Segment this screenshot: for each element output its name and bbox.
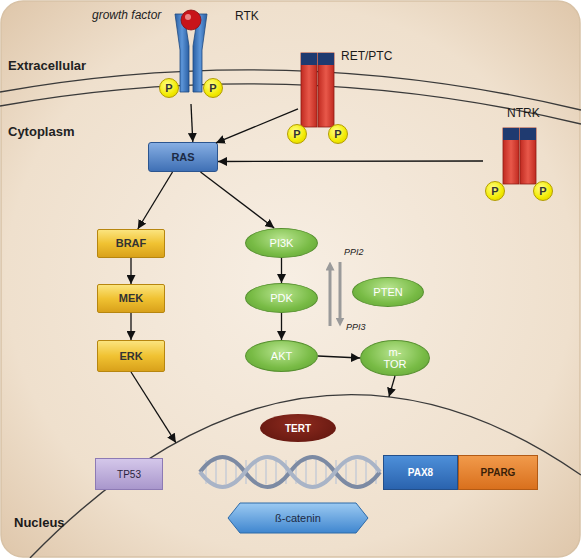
protein-box: ERK — [97, 340, 165, 372]
protein-box: RAS — [148, 142, 218, 172]
dna-rung — [355, 460, 357, 484]
node-text: TP53 — [117, 469, 141, 480]
dna-rung — [225, 460, 227, 484]
signal-arrow — [281, 313, 282, 340]
phospho-circle: P — [485, 181, 505, 201]
gene-box: TP53 — [95, 458, 163, 490]
receptor-chain — [301, 53, 317, 127]
protein-ellipse: PTEN — [352, 277, 424, 307]
receptor-chain — [318, 53, 334, 127]
protein-ellipse: AKT — [245, 340, 318, 372]
phospho-circle: P — [328, 124, 348, 144]
dna-rung — [265, 460, 267, 484]
receptor-chain — [503, 128, 519, 184]
dna-rung — [375, 460, 377, 484]
node-heading: Nucleus — [14, 516, 65, 530]
node-text: MEK — [119, 292, 143, 304]
node-heading: RET/PTC — [341, 50, 392, 63]
receptor: NTRKPP — [483, 125, 555, 205]
lipid-label: PPI2 — [344, 247, 364, 257]
signal-arrow — [216, 109, 298, 143]
gene-box: PAX8 — [383, 455, 458, 490]
dna-rung — [365, 460, 367, 484]
nucleus-region: Nucleus TERT TP53 PAX8 PPARG ß-catenin — [0, 380, 581, 558]
signal-arrow — [201, 172, 275, 228]
signal-arrow — [218, 160, 483, 162]
signal-arrow — [389, 376, 395, 397]
dna-rung — [275, 460, 277, 484]
region-label: Extracellular — [8, 58, 86, 73]
phospho-circle: P — [203, 78, 223, 98]
receptor: RET/PTCPP — [285, 50, 350, 145]
node-text: PAX8 — [408, 467, 433, 478]
dna-rung — [285, 460, 287, 484]
node-text: PDK — [270, 292, 293, 304]
dna-rung — [315, 460, 317, 484]
node-heading: RTK — [235, 10, 259, 23]
node-text: P — [209, 82, 216, 94]
dna-rung — [215, 460, 217, 484]
node-text: P — [165, 82, 172, 94]
node-text: RAS — [171, 151, 194, 163]
receptor-cap — [503, 128, 519, 140]
protein-ellipse: PI3K — [245, 228, 318, 258]
receptor-cap — [301, 53, 317, 65]
ligand-ball — [181, 10, 201, 30]
dna-strand — [200, 457, 380, 487]
node-text: P — [491, 185, 498, 197]
protein-box: BRAF — [97, 229, 165, 258]
hexagon-outline — [228, 503, 368, 533]
region-label: Cytoplasm — [8, 124, 74, 139]
signal-arrow — [130, 258, 131, 284]
receptor-cap — [520, 128, 536, 140]
signal-arrow — [318, 356, 360, 358]
signal-arrow — [191, 104, 193, 142]
signal-arrow — [130, 313, 131, 340]
membrane-line — [0, 70, 581, 110]
ligand-label: growth factor — [92, 8, 161, 22]
node-text: P — [293, 128, 300, 140]
node-text: BRAF — [116, 237, 147, 249]
nuclear-envelope — [30, 395, 581, 558]
receptor-cap — [318, 53, 334, 65]
node-text: AKT — [271, 350, 292, 362]
node-text: PI3K — [270, 237, 294, 249]
receptor: RTKPP — [155, 8, 227, 104]
dna-rung — [305, 460, 307, 484]
protein-ellipse: m-TOR — [360, 340, 430, 376]
gene-box: PPARG — [458, 455, 538, 490]
protein-box: MEK — [97, 284, 165, 313]
phospho-circle: P — [159, 78, 179, 98]
node-text: PPARG — [481, 467, 516, 478]
phospho-circle: P — [287, 124, 307, 144]
phospho-circle: P — [533, 181, 553, 201]
node-text: m-TOR — [380, 346, 410, 370]
dna-strand — [200, 457, 380, 487]
gene-ellipse: TERT — [260, 414, 336, 442]
conversion-arrow — [339, 262, 342, 322]
node-text: P — [539, 185, 546, 197]
node-text: PTEN — [373, 286, 402, 298]
node-text: ERK — [119, 350, 142, 362]
conversion-arrow — [329, 266, 332, 326]
node-text: P — [334, 128, 341, 140]
protein-hexagon: ß-catenin — [228, 503, 368, 533]
ligand-highlight — [185, 14, 191, 20]
signal-arrow — [131, 372, 176, 443]
membrane-line — [0, 84, 581, 124]
node-text: ß-catenin — [275, 512, 321, 524]
receptor-chain — [520, 128, 536, 184]
protein-ellipse: PDK — [245, 283, 318, 313]
node-text: TERT — [285, 423, 311, 434]
signal-arrow — [281, 258, 282, 283]
signal-arrow — [138, 172, 173, 229]
lipid-label: PPI3 — [346, 322, 366, 332]
node-heading: NTRK — [507, 107, 540, 120]
